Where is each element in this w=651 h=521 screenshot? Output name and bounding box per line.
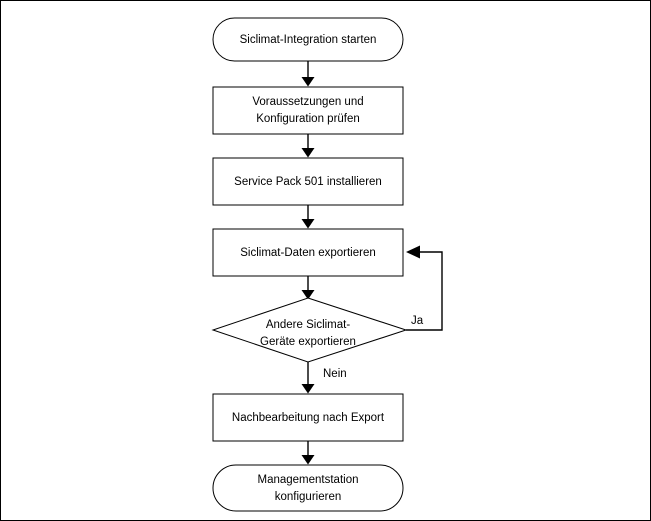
arrow-head-icon (301, 384, 315, 394)
node-export-siclimat-data[interactable]: Siclimat-Daten exportieren (212, 228, 404, 277)
post-processing-shape (212, 393, 404, 442)
node-configure-management-station-label-line1: Managementstation (257, 474, 358, 486)
node-check-prerequisites[interactable]: Voraussetzungen und Konfiguration prüfen (212, 86, 404, 135)
connector-yes-loop (406, 245, 443, 331)
arrow-head-icon (301, 219, 315, 229)
connector-no-to-postprocessing (301, 362, 315, 394)
edge-label-no: Nein (323, 368, 347, 380)
node-export-siclimat-data-label: Siclimat-Daten exportieren (240, 247, 376, 259)
arrow-head-icon (301, 148, 315, 158)
connector-export-to-decision (301, 276, 315, 300)
connector-start-to-check (301, 61, 315, 87)
connector-check-to-servicepack (301, 134, 315, 158)
arrow-head-icon (301, 455, 315, 465)
connector-postprocessing-to-configure (301, 441, 315, 465)
node-install-service-pack-label: Service Pack 501 installieren (234, 176, 382, 188)
node-configure-management-station-label-line2: konfigurieren (275, 491, 341, 503)
arrow-head-icon (301, 290, 315, 300)
export-siclimat-data-shape (212, 228, 404, 277)
install-service-pack-shape (212, 157, 404, 206)
node-configure-management-station[interactable]: Managementstation konfigurieren (212, 464, 404, 512)
check-prerequisites-shape (212, 86, 404, 135)
connector-servicepack-to-export (301, 205, 315, 229)
node-check-prerequisites-label-line1: Voraussetzungen und (252, 96, 363, 108)
node-start-label: Siclimat-Integration starten (240, 34, 377, 46)
node-start[interactable]: Siclimat-Integration starten (212, 17, 404, 62)
edge-label-yes: Ja (411, 315, 424, 327)
arrow-head-icon (301, 77, 315, 87)
arrow-head-icon (406, 245, 420, 259)
configure-management-station-shape (212, 464, 404, 512)
node-post-processing-label: Nachbearbeitung nach Export (232, 412, 385, 424)
node-install-service-pack[interactable]: Service Pack 501 installieren (212, 157, 404, 206)
node-post-processing[interactable]: Nachbearbeitung nach Export (212, 393, 404, 442)
node-more-devices-decision-label-line2: Geräte exportieren (260, 336, 356, 348)
node-more-devices-decision[interactable]: Andere Siclimat- Geräte exportieren (211, 297, 408, 363)
node-more-devices-decision-label-line1: Andere Siclimat- (266, 319, 351, 331)
node-check-prerequisites-label-line2: Konfiguration prüfen (256, 113, 360, 125)
